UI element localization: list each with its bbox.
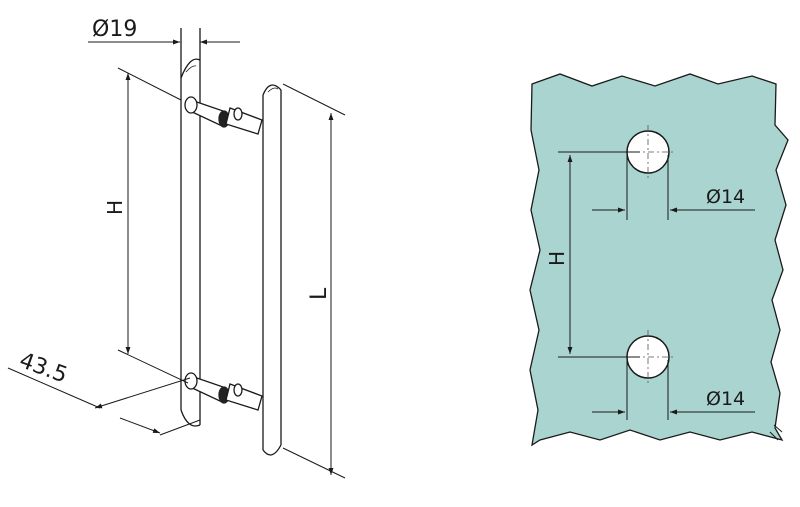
handle-height-dimension [117, 67, 189, 384]
glass-view [529, 73, 789, 447]
glass-panel [529, 73, 789, 447]
glass-height-dimension [558, 151, 640, 358]
handle-view [7, 28, 346, 479]
back-post [180, 28, 201, 427]
handle-length-dimension [282, 83, 346, 479]
bottom-hole [620, 330, 676, 385]
offset-label: 43.5 [16, 348, 71, 388]
glass-height-label: H [545, 251, 569, 266]
bottom-hole-label: Ø14 [706, 388, 745, 410]
handle-length-label: L [307, 287, 332, 300]
handle-height-label: H [103, 200, 127, 215]
bottom-hole-dimension [592, 360, 755, 420]
lower-standoff [184, 372, 263, 411]
top-hole-dimension [592, 155, 755, 220]
offset-dimension [7, 367, 201, 436]
grip-bar [262, 84, 282, 456]
upper-standoff [184, 96, 263, 135]
top-hole-label: Ø14 [706, 186, 745, 208]
diameter-label: Ø19 [92, 17, 137, 42]
